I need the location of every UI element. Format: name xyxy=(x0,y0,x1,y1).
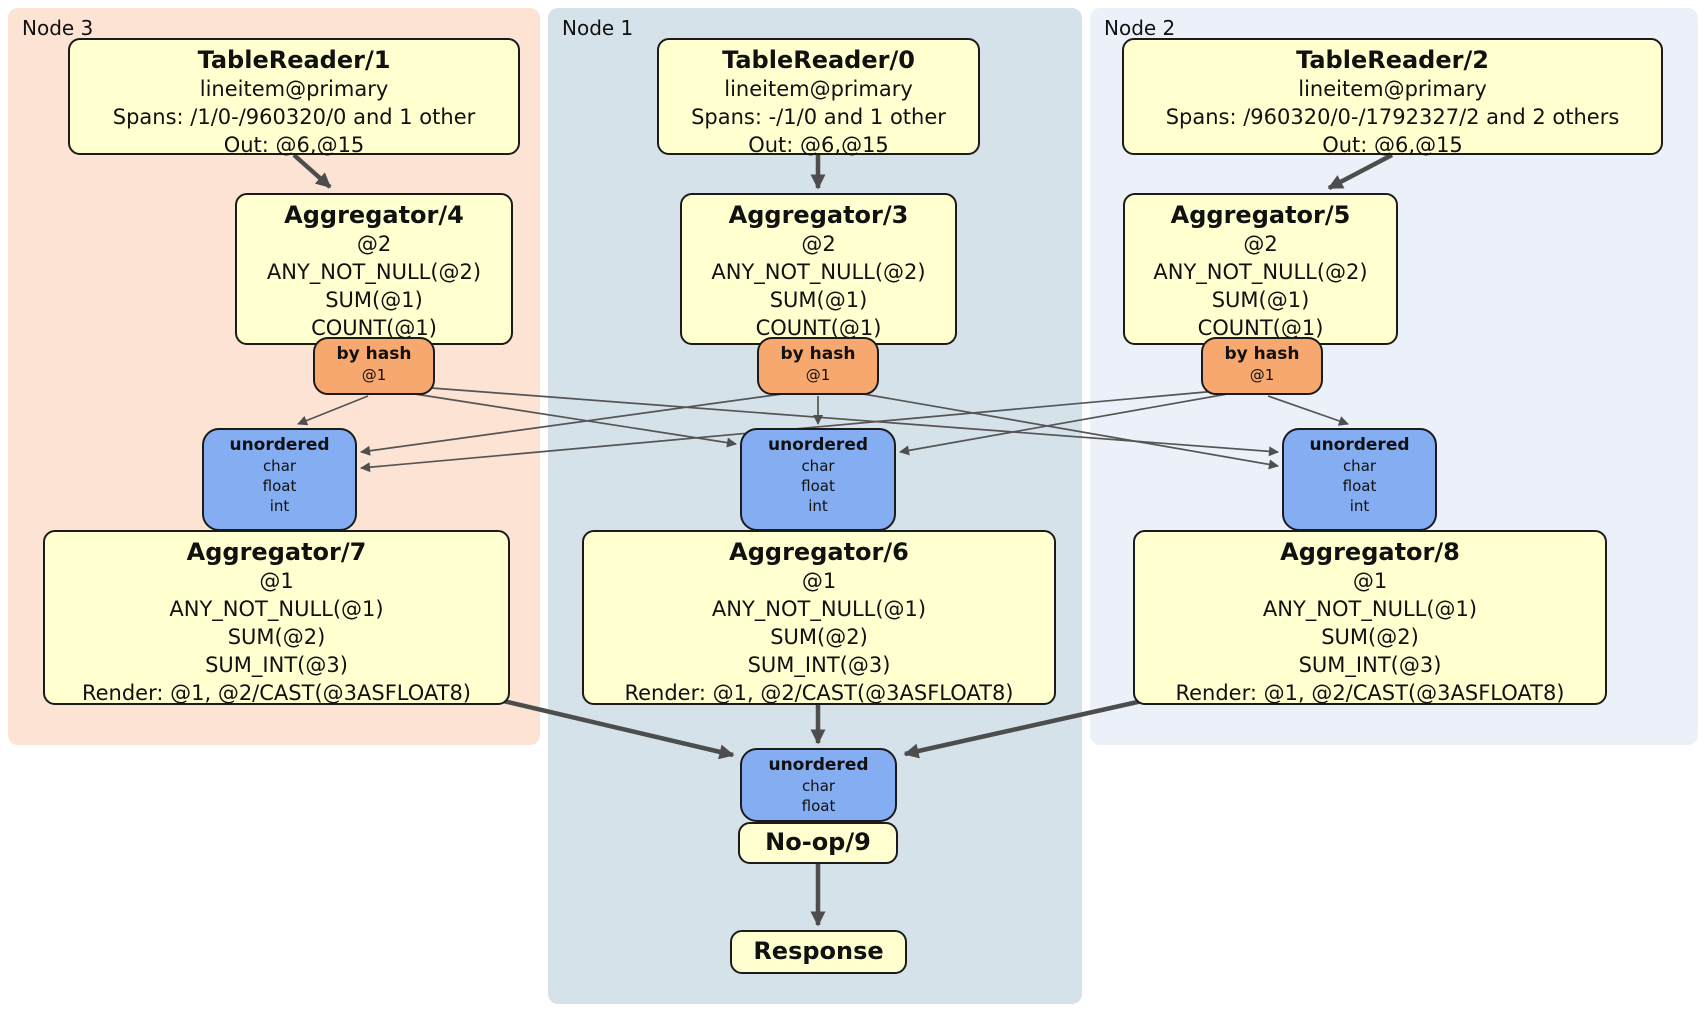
processor-detail: @2 xyxy=(801,232,836,256)
processor-title: Aggregator/7 xyxy=(186,538,367,566)
sync-type: int xyxy=(1349,497,1370,515)
processor-detail: Spans: -/1/0 and 1 other xyxy=(691,105,946,129)
region-node2-label: Node 2 xyxy=(1104,16,1176,40)
edge-bh1-u2 xyxy=(851,391,1279,470)
processor-detail: @1 xyxy=(801,569,837,593)
edge-agg7-ufinal xyxy=(494,696,735,760)
router-by-hash-node3: by hash @1 xyxy=(313,337,435,395)
sync-type: float xyxy=(1342,477,1377,495)
processor-aggregator-4: Aggregator/4 @2 ANY_NOT_NULL(@2) SUM(@1)… xyxy=(235,193,513,345)
sync-unordered-node3: unordered char float int xyxy=(202,428,357,531)
processor-detail: COUNT(@1) xyxy=(1197,316,1324,340)
sync-type: char xyxy=(801,457,835,475)
sync-title: unordered xyxy=(768,755,869,775)
processor-detail: Out: @6,@15 xyxy=(1322,133,1463,157)
processor-noop-9: No-op/9 xyxy=(738,822,898,864)
sync-unordered-final: unordered char float xyxy=(740,748,897,822)
sync-type: float xyxy=(801,477,835,495)
processor-detail: SUM(@2) xyxy=(227,625,326,649)
sync-type: char xyxy=(262,457,297,475)
processor-detail: SUM(@2) xyxy=(1321,625,1419,649)
edge-bh1-u3 xyxy=(360,393,783,456)
processor-aggregator-6: Aggregator/6 @1 ANY_NOT_NULL(@1) SUM(@2)… xyxy=(582,530,1056,705)
sync-type: char xyxy=(801,777,836,795)
sync-type: float xyxy=(262,477,297,495)
edge-bh3-u3 xyxy=(297,395,369,426)
processor-detail: ANY_NOT_NULL(@1) xyxy=(1262,597,1478,621)
processor-detail: Spans: /960320/0-/1792327/2 and 2 others xyxy=(1165,105,1620,129)
processor-detail: SUM(@1) xyxy=(769,288,868,312)
processor-title: TableReader/1 xyxy=(197,46,391,74)
sync-title: unordered xyxy=(1309,435,1410,455)
processor-detail: ANY_NOT_NULL(@1) xyxy=(169,597,384,621)
processor-detail: ANY_NOT_NULL(@2) xyxy=(1153,260,1368,284)
processor-detail: Render: @1, @2/CAST(@3ASFLOAT8) xyxy=(624,681,1014,705)
edge-bh3-u1 xyxy=(401,391,737,448)
processor-detail: Render: @1, @2/CAST(@3ASFLOAT8) xyxy=(1175,681,1565,705)
processor-detail: Spans: /1/0-/960320/0 and 1 other xyxy=(112,105,476,129)
processor-detail: @1 xyxy=(1352,569,1388,593)
processor-title: No-op/9 xyxy=(765,828,871,856)
processor-detail: COUNT(@1) xyxy=(755,316,882,340)
processor-detail: lineitem@primary xyxy=(1298,77,1487,101)
router-title: by hash xyxy=(780,344,856,364)
processor-detail: Out: @6,@15 xyxy=(223,133,365,157)
processor-title: Aggregator/6 xyxy=(729,538,909,566)
processor-detail: @2 xyxy=(356,232,392,256)
processor-title: Response xyxy=(753,937,884,965)
router-by-hash-node1: by hash @1 xyxy=(757,337,879,395)
processor-detail: Render: @1, @2/CAST(@3ASFLOAT8) xyxy=(81,681,472,705)
processor-detail: SUM_INT(@3) xyxy=(205,653,348,677)
edge-tr1-agg4 xyxy=(292,153,332,189)
processor-detail: SUM_INT(@3) xyxy=(747,653,891,677)
router-title: by hash xyxy=(336,344,412,364)
processor-title: TableReader/2 xyxy=(1296,46,1489,74)
processor-aggregator-8: Aggregator/8 @1 ANY_NOT_NULL(@1) SUM(@2)… xyxy=(1133,530,1607,705)
processor-aggregator-5: Aggregator/5 @2 ANY_NOT_NULL(@2) SUM(@1)… xyxy=(1123,193,1398,345)
processor-title: Aggregator/4 xyxy=(284,201,464,229)
sync-unordered-node1: unordered char float int xyxy=(740,428,896,531)
router-by-hash-node2: by hash @1 xyxy=(1201,337,1323,395)
edge-bh2-u1 xyxy=(899,392,1234,456)
router-columns: @1 xyxy=(805,366,831,384)
processor-detail: COUNT(@1) xyxy=(311,316,437,340)
processor-detail: @2 xyxy=(1243,232,1278,256)
router-columns: @1 xyxy=(1249,366,1275,384)
processor-title: TableReader/0 xyxy=(722,46,915,74)
sync-type: int xyxy=(269,497,290,515)
processor-detail: SUM(@2) xyxy=(770,625,868,649)
processor-detail: ANY_NOT_NULL(@2) xyxy=(711,260,926,284)
sync-unordered-node2: unordered char float int xyxy=(1282,428,1437,531)
edge-agg8-ufinal xyxy=(903,698,1143,759)
processor-detail: ANY_NOT_NULL(@2) xyxy=(266,260,482,284)
processor-aggregator-7: Aggregator/7 @1 ANY_NOT_NULL(@1) SUM(@2)… xyxy=(43,530,510,705)
processor-detail: @1 xyxy=(259,569,294,593)
sync-type: char xyxy=(1342,457,1377,475)
edge-bh2-u2 xyxy=(1267,395,1349,426)
processor-detail: SUM_INT(@3) xyxy=(1298,653,1442,677)
processor-detail: lineitem@primary xyxy=(724,77,913,101)
sync-title: unordered xyxy=(767,435,869,455)
region-node3-label: Node 3 xyxy=(22,16,94,40)
processor-tablereader-0: TableReader/0 lineitem@primary Spans: -/… xyxy=(657,38,980,157)
processor-title: Aggregator/3 xyxy=(728,201,909,229)
processor-detail: SUM(@1) xyxy=(1211,288,1310,312)
processor-tablereader-1: TableReader/1 lineitem@primary Spans: /1… xyxy=(68,38,520,157)
router-columns: @1 xyxy=(361,366,387,384)
sync-title: unordered xyxy=(229,435,330,455)
sync-type: float xyxy=(801,797,836,815)
processor-tablereader-2: TableReader/2 lineitem@primary Spans: /9… xyxy=(1122,38,1663,157)
edge-tr2-agg5 xyxy=(1327,153,1394,190)
processor-detail: SUM(@1) xyxy=(325,288,423,312)
region-node1-label: Node 1 xyxy=(562,16,634,40)
processor-detail: lineitem@primary xyxy=(199,77,389,101)
router-title: by hash xyxy=(1224,344,1300,364)
processor-title: Aggregator/8 xyxy=(1280,538,1460,566)
processor-title: Aggregator/5 xyxy=(1170,201,1351,229)
processor-detail: ANY_NOT_NULL(@1) xyxy=(711,597,927,621)
processor-aggregator-3: Aggregator/3 @2 ANY_NOT_NULL(@2) SUM(@1)… xyxy=(680,193,957,345)
processor-response: Response xyxy=(730,930,907,974)
processor-detail: Out: @6,@15 xyxy=(748,133,889,157)
sync-type: int xyxy=(808,497,828,515)
